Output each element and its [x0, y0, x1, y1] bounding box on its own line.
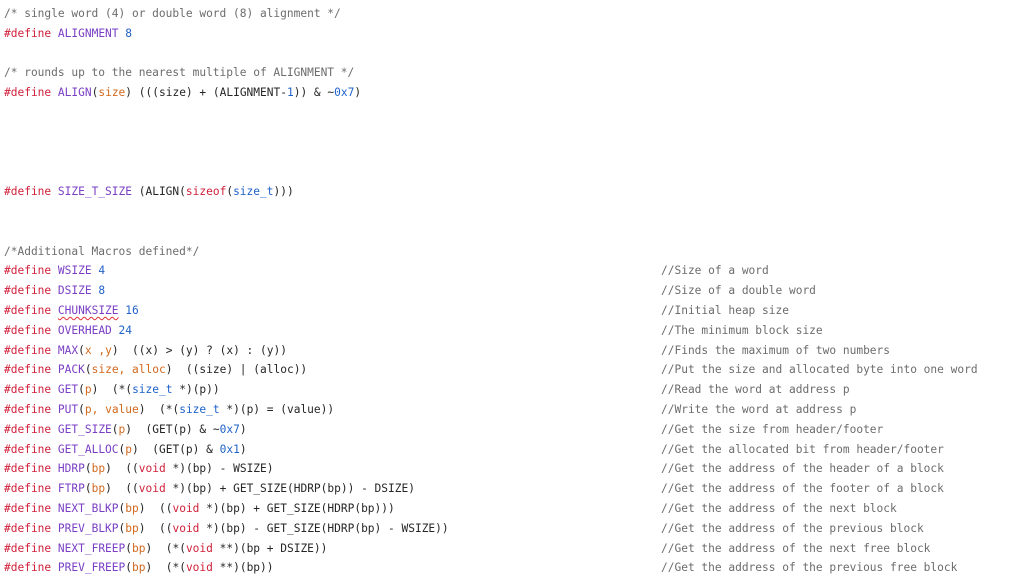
trailing-comment: //Size of a double word: [661, 284, 816, 298]
blank-line: [4, 44, 449, 64]
trailing-comment: //Get the address of the previous block: [661, 521, 924, 535]
define-keyword: #define: [4, 86, 52, 100]
code-line: #define PREV_BLKP(bp) ((void *)(bp) - GE…: [4, 519, 924, 539]
trailing-comment: //Get the address of the next free block: [661, 541, 931, 555]
trailing-comment: //Get the address of the header of a blo…: [661, 462, 944, 476]
macro-name: GET: [57, 383, 79, 397]
comment: /*Additional Macros defined*/: [4, 244, 200, 258]
macro-name: ALIGN: [57, 86, 92, 100]
trailing-comment: //Get the address of the next block: [661, 501, 897, 515]
macro-name-spell-error[interactable]: CHUNKSIZE: [57, 303, 119, 317]
blank-line: [4, 143, 449, 163]
code-line: #define PACK(size, alloc) ((size) | (all…: [4, 360, 978, 380]
macro-name: PACK: [57, 363, 85, 377]
define-keyword: #define: [4, 26, 52, 40]
code-line: #define PREV_FREEP(bp) (*(void **)(bp))/…: [4, 558, 957, 578]
trailing-comment: //Finds the maximum of two numbers: [661, 343, 891, 357]
code-line: #define WSIZE 4//Size of a word: [4, 261, 769, 281]
macro-name: ALIGNMENT: [57, 26, 119, 40]
macro-name: OVERHEAD: [57, 323, 112, 337]
trailing-comment: //Get the address of the previous free b…: [661, 561, 958, 575]
trailing-comment: //Get the allocated bit from header/foot…: [661, 442, 944, 456]
macro-name: NEXT_BLKP: [57, 501, 119, 515]
code-line: #define HDRP(bp) ((void *)(bp) - WSIZE)/…: [4, 459, 944, 479]
trailing-comment: //Initial heap size: [661, 303, 789, 317]
macro-name: WSIZE: [57, 264, 92, 278]
trailing-comment: //Get the size from header/footer: [661, 422, 884, 436]
trailing-comment: //The minimum block size: [661, 323, 823, 337]
blank-line: [4, 162, 449, 182]
code-line: /* rounds up to the nearest multiple of …: [4, 63, 449, 83]
code-line: #define PUT(p, value) (*(size_t *)(p) = …: [4, 400, 856, 420]
macro-name: GET_SIZE: [57, 422, 112, 436]
define-keyword: #define: [4, 185, 52, 199]
code-line: /* single word (4) or double word (8) al…: [4, 4, 449, 24]
code-line: /*Additional Macros defined*/: [4, 242, 449, 262]
comment: /* single word (4) or double word (8) al…: [4, 7, 341, 20]
blank-line: [4, 123, 449, 143]
code-line: #define CHUNKSIZE 16//Initial heap size: [4, 301, 789, 321]
macro-name: HDRP: [57, 462, 85, 476]
macro-params: size: [98, 86, 126, 100]
code-line: #define NEXT_BLKP(bp) ((void *)(bp) + GE…: [4, 499, 897, 519]
macro-value: 8: [125, 26, 133, 40]
macro-name: GET_ALLOC: [57, 442, 119, 456]
code-line: #define GET(p) (*(size_t *)(p))//Read th…: [4, 380, 850, 400]
macro-name: PREV_BLKP: [57, 521, 119, 535]
code-line: #define ALIGN(size) (((size) + (ALIGNMEN…: [4, 86, 362, 100]
trailing-comment: //Size of a word: [661, 264, 769, 278]
trailing-comment: //Put the size and allocated byte into o…: [661, 363, 978, 377]
code-line: #define DSIZE 8//Size of a double word: [4, 281, 816, 301]
code-line: #define NEXT_FREEP(bp) (*(void **)(bp + …: [4, 539, 930, 559]
trailing-comment: //Read the word at address p: [661, 383, 850, 397]
macro-name: NEXT_FREEP: [57, 541, 126, 555]
macro-name: PUT: [57, 402, 79, 416]
trailing-comment: //Get the address of the footer of a blo…: [661, 482, 944, 496]
macro-name: DSIZE: [57, 284, 92, 298]
code-line: #define FTRP(bp) ((void *)(bp) + GET_SIZ…: [4, 479, 944, 499]
code-line: #define GET_ALLOC(p) (GET(p) & 0x1)//Get…: [4, 440, 944, 460]
code-line: #define OVERHEAD 24//The minimum block s…: [4, 321, 823, 341]
macro-name: MAX: [57, 343, 79, 357]
trailing-comment: //Write the word at address p: [661, 402, 857, 416]
blank-line: [4, 202, 449, 222]
code-editor[interactable]: /* single word (4) or double word (8) al…: [4, 4, 978, 578]
blank-line: [4, 222, 449, 242]
code-line: #define SIZE_T_SIZE (ALIGN(sizeof(size_t…: [4, 185, 294, 199]
macro-name: SIZE_T_SIZE: [57, 185, 132, 199]
comment: /* rounds up to the nearest multiple of …: [4, 66, 355, 80]
macro-name: PREV_FREEP: [57, 561, 126, 575]
code-line: #define ALIGNMENT 8: [4, 24, 449, 44]
code-line: #define MAX(x ,y) ((x) > (y) ? (x) : (y)…: [4, 341, 890, 361]
macro-name: FTRP: [57, 482, 85, 496]
blank-line: [4, 103, 449, 123]
code-line: #define GET_SIZE(p) (GET(p) & ~0x7)//Get…: [4, 420, 883, 440]
